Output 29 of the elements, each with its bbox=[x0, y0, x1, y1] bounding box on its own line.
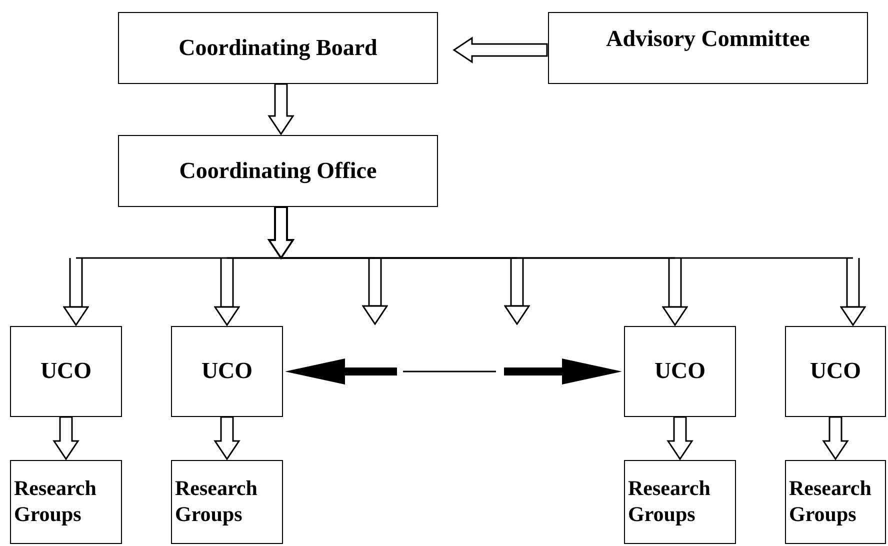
box-label: UCO bbox=[40, 357, 92, 386]
box-label: Research Groups bbox=[14, 475, 98, 528]
hollow-arrow bbox=[666, 416, 694, 460]
box-label: UCO bbox=[654, 357, 706, 386]
box-label: Advisory Committee bbox=[606, 25, 810, 53]
unit-box bbox=[624, 326, 736, 417]
box-label: UCO bbox=[201, 357, 253, 386]
hollow-arrow bbox=[452, 36, 548, 64]
box-label: Coordinating Office bbox=[179, 156, 377, 186]
group-box bbox=[10, 460, 122, 544]
hollow-arrow bbox=[52, 416, 80, 460]
unit-box bbox=[171, 326, 283, 417]
process-box bbox=[118, 135, 438, 207]
double-arrow bbox=[285, 358, 622, 384]
box-label: Research Groups bbox=[628, 475, 712, 528]
group-box bbox=[624, 460, 736, 544]
process-box bbox=[118, 12, 438, 84]
hollow-arrow bbox=[822, 416, 849, 460]
group-box bbox=[171, 460, 283, 544]
hollow-arrow bbox=[214, 416, 240, 460]
box-label: Coordinating Board bbox=[178, 34, 378, 62]
box-label: Research Groups bbox=[175, 475, 258, 528]
box-label: Research Groups bbox=[789, 475, 872, 528]
hollow-arrow bbox=[268, 83, 294, 136]
unit-box bbox=[10, 326, 122, 417]
unit-box bbox=[785, 326, 886, 417]
group-box bbox=[785, 460, 886, 544]
process-box bbox=[548, 12, 868, 84]
box-label: UCO bbox=[810, 357, 862, 386]
